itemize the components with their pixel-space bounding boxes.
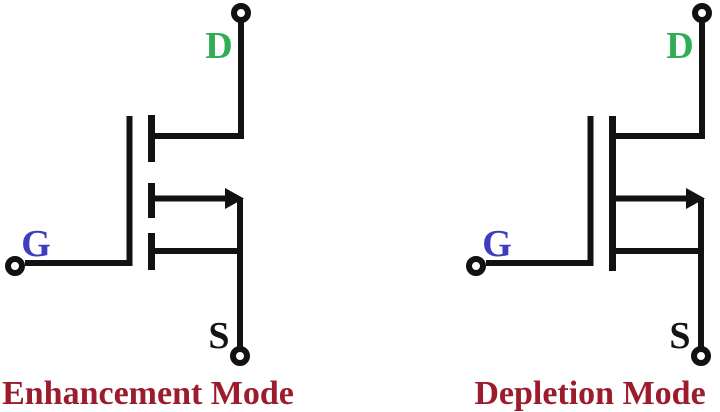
gate-terminal-circle [466,256,486,276]
gate-terminal-circle [5,256,25,276]
drain-lead-wire [152,18,244,139]
gate-label: G [21,223,51,265]
body-arrowhead-icon [225,188,244,209]
mode-title: Enhancement Mode [2,375,294,412]
gate-label: G [482,223,512,265]
gate-lead-wire [486,116,594,266]
body-arrowhead-icon [686,188,705,209]
source-label: S [669,315,690,357]
mode-title: Depletion Mode [474,375,705,412]
drain-terminal-circle [231,3,251,23]
drain-label: D [205,25,232,67]
gate-lead-wire [25,116,133,266]
source-label: S [208,315,229,357]
enhancement-mosfet-symbol: D G S Enhancement Mode [2,3,294,412]
drain-terminal-circle [692,3,712,23]
drain-lead-wire [613,18,705,139]
source-terminal-circle [691,346,711,366]
source-terminal-circle [230,346,250,366]
depletion-mosfet-symbol: D G S Depletion Mode [466,3,712,412]
drain-label: D [666,25,693,67]
